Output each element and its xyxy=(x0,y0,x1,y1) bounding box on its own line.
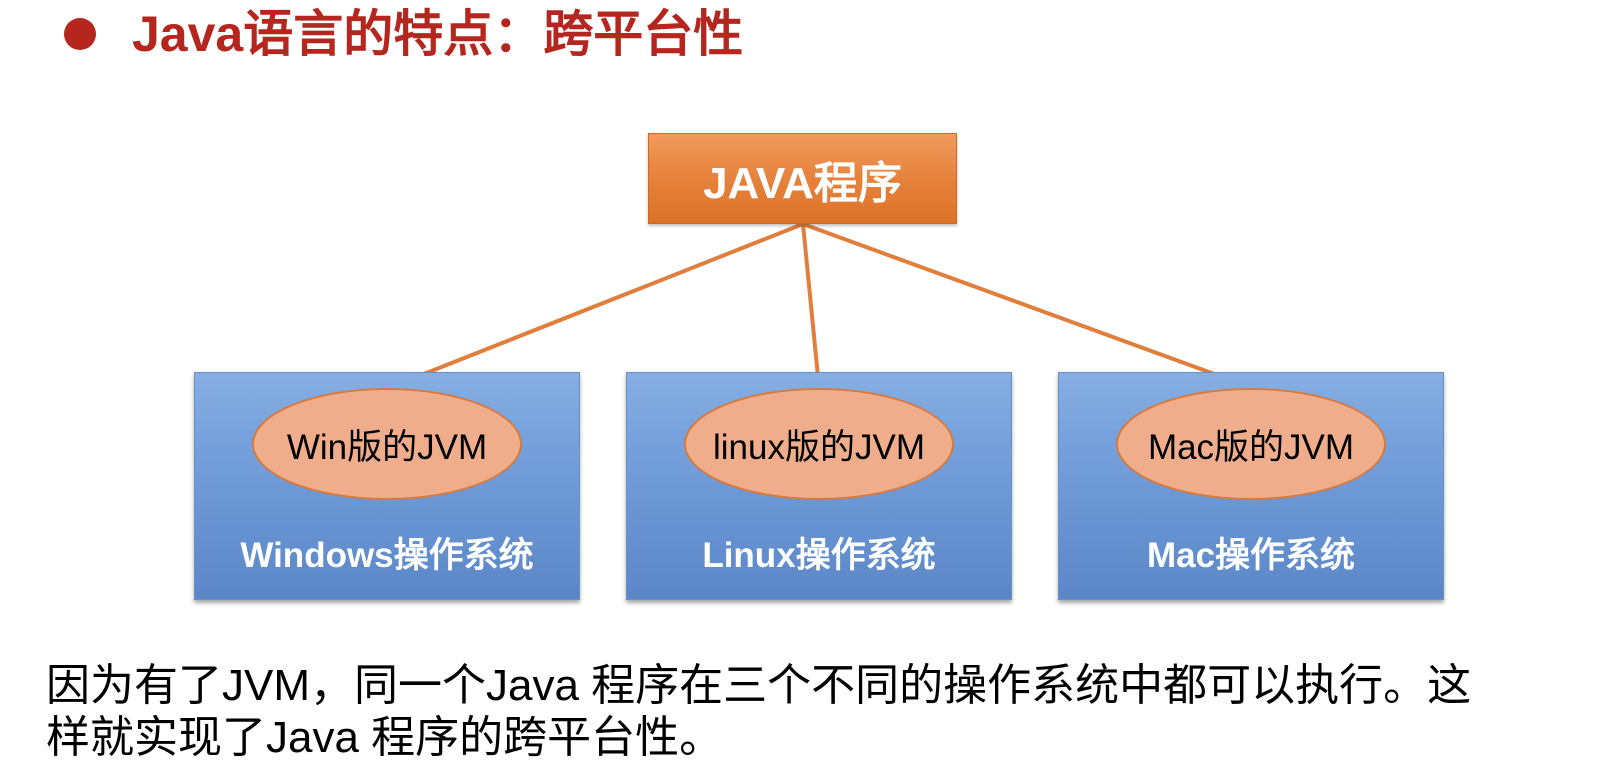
slide-title: Java语言的特点：跨平台性 xyxy=(64,2,743,66)
java-program-label: JAVA程序 xyxy=(703,158,902,208)
description-text: 因为有了JVM，同一个Java 程序在三个不同的操作系统中都可以执行。这 样就实… xyxy=(46,660,1606,764)
linux-os-box: linux版的JVM Linux操作系统 xyxy=(626,372,1012,600)
description-line-2: 样就实现了Java 程序的跨平台性。 xyxy=(46,713,724,762)
arrow-to-windows xyxy=(389,222,804,389)
linux-jvm-label: linux版的JVM xyxy=(713,427,925,467)
windows-jvm-ellipse: Win版的JVM xyxy=(252,388,522,500)
mac-os-box: Mac版的JVM Mac操作系统 xyxy=(1058,372,1444,600)
slide-title-text: Java语言的特点：跨平台性 xyxy=(132,6,744,62)
java-program-box: JAVA程序 xyxy=(648,133,957,224)
linux-jvm-ellipse: linux版的JVM xyxy=(684,388,954,500)
arrow-to-mac xyxy=(802,222,1252,389)
arrow-to-linux xyxy=(801,223,824,389)
windows-os-label: Windows操作系统 xyxy=(240,536,534,575)
bullet-icon xyxy=(64,18,96,50)
windows-jvm-label: Win版的JVM xyxy=(286,427,488,467)
mac-os-label: Mac操作系统 xyxy=(1146,536,1356,575)
mac-jvm-ellipse: Mac版的JVM xyxy=(1116,388,1386,500)
windows-os-box: Win版的JVM Windows操作系统 xyxy=(194,372,580,600)
description-line-1: 因为有了JVM，同一个Java 程序在三个不同的操作系统中都可以执行。这 xyxy=(46,661,1472,710)
linux-os-label: Linux操作系统 xyxy=(702,536,936,575)
mac-jvm-label: Mac版的JVM xyxy=(1147,427,1355,467)
